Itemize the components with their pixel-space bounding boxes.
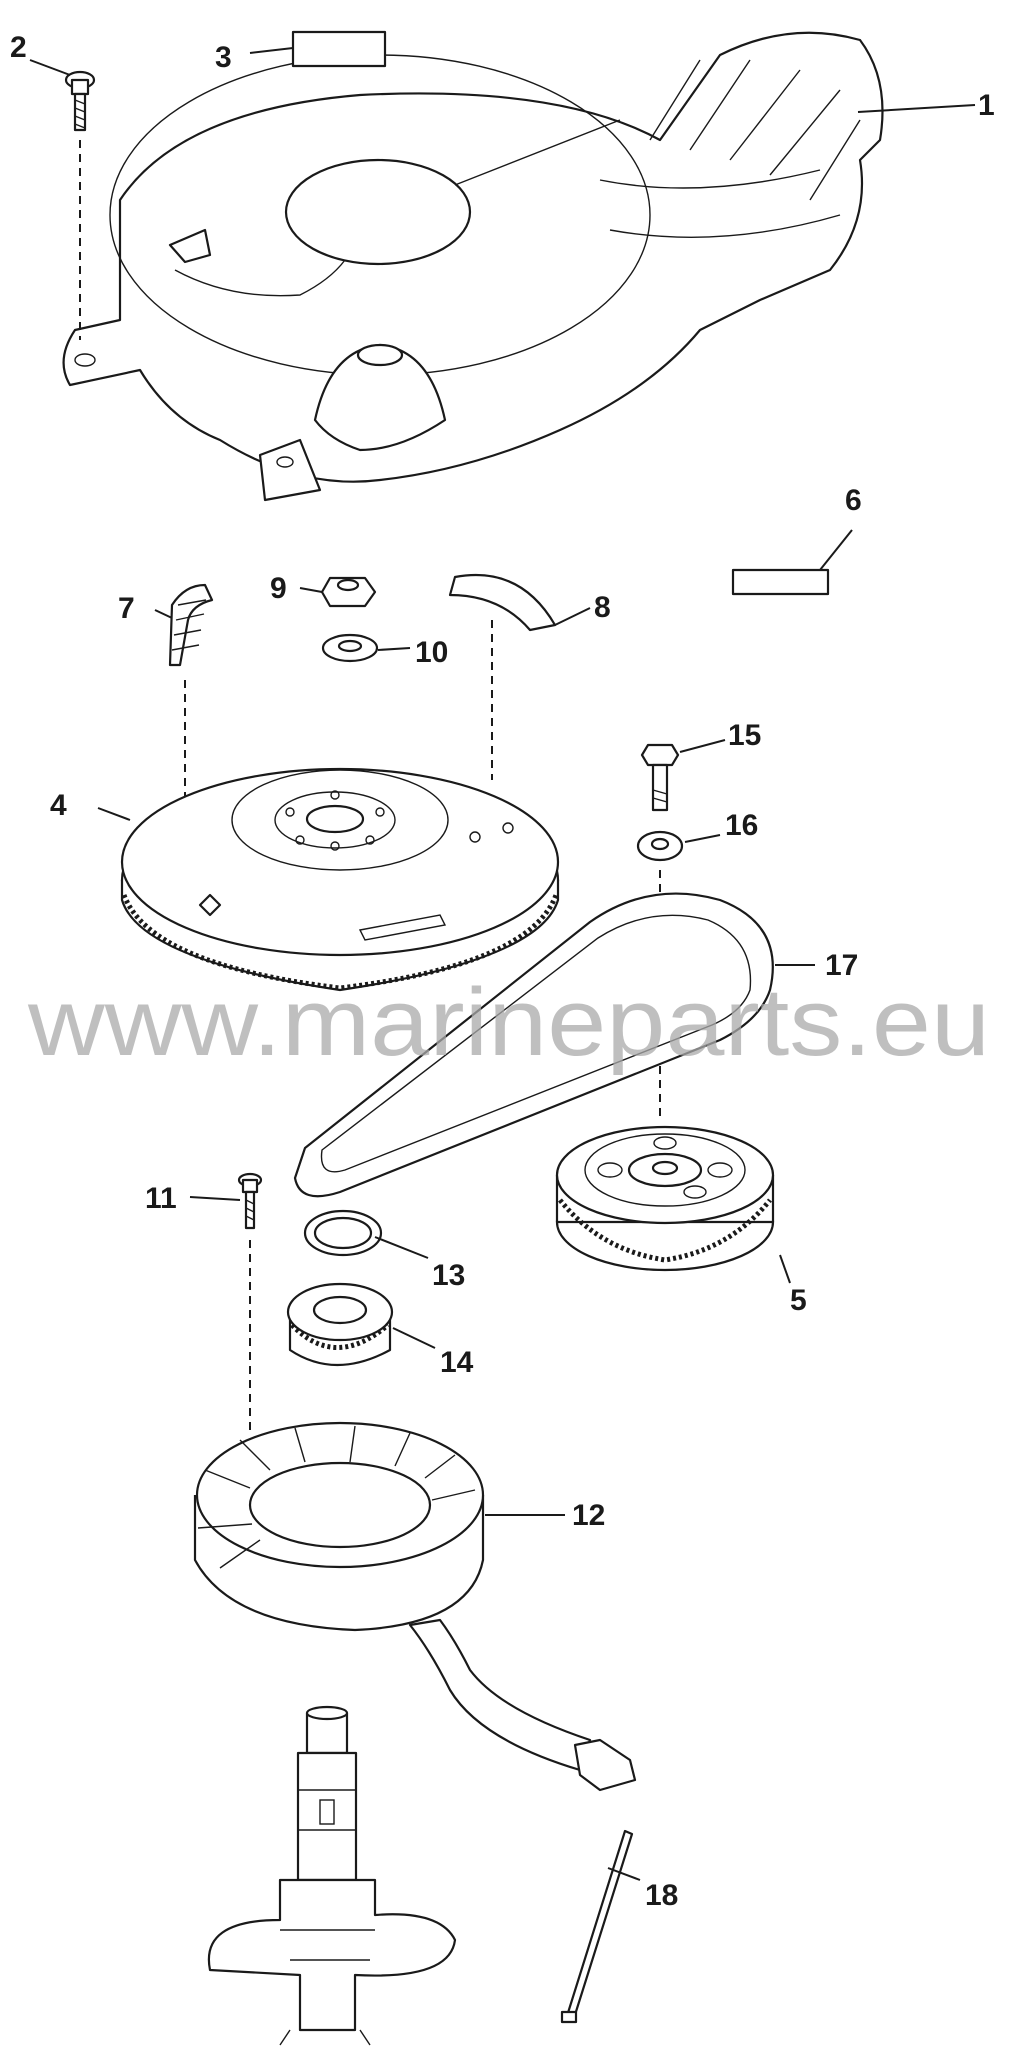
callout-labels: 1 2 3 4 5 6 7 8 9 10 11 12 13 14 15 16 1…	[10, 31, 995, 1912]
decal-6[interactable]	[731, 568, 830, 596]
callout-7: 7	[118, 592, 135, 625]
crankshaft	[207, 1705, 457, 2046]
callout-18: 18	[645, 1879, 678, 1912]
stator[interactable]	[193, 1421, 637, 1792]
callout-1: 1	[978, 89, 995, 122]
bolt-15[interactable]	[640, 743, 680, 812]
washer-16[interactable]	[636, 830, 684, 862]
callout-15: 15	[728, 719, 761, 752]
retaining-ring[interactable]	[303, 1209, 383, 1257]
cable-tie[interactable]	[560, 1829, 634, 2024]
callout-17: 17	[825, 949, 858, 982]
leader-lines	[29, 47, 976, 1881]
drive-belt[interactable]	[293, 892, 774, 1198]
nut-9[interactable]	[320, 576, 377, 608]
watermark-text: www.marineparts.eu	[27, 969, 990, 1076]
stator-screw[interactable]	[237, 1172, 263, 1230]
callout-3: 3	[215, 41, 232, 74]
cover-screw[interactable]	[64, 70, 96, 132]
flywheel[interactable]	[120, 767, 560, 992]
callout-4: 4	[50, 789, 67, 822]
callout-10: 10	[415, 636, 448, 669]
washer-10[interactable]	[321, 633, 379, 663]
magnet-7[interactable]	[168, 583, 214, 667]
sprocket-14[interactable]	[286, 1282, 394, 1366]
callout-8: 8	[594, 591, 611, 624]
callout-2: 2	[10, 31, 27, 64]
callout-9: 9	[270, 572, 287, 605]
callout-12: 12	[572, 1499, 605, 1532]
callout-6: 6	[845, 484, 862, 517]
flywheel-cover[interactable]	[62, 31, 884, 502]
callout-5: 5	[790, 1284, 807, 1317]
callout-14: 14	[440, 1346, 474, 1379]
callout-11: 11	[145, 1182, 177, 1215]
callout-16: 16	[725, 809, 758, 842]
callout-13: 13	[432, 1259, 465, 1292]
decal-3[interactable]	[291, 30, 387, 68]
magnet-8[interactable]	[448, 573, 557, 632]
drive-pulley[interactable]	[555, 1125, 775, 1272]
